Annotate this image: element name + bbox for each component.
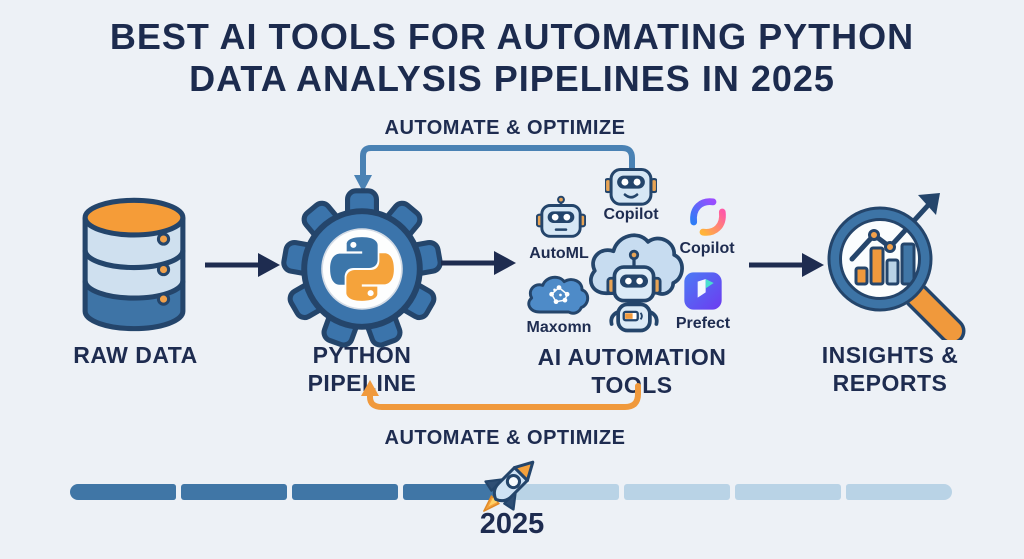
prefect-logo-icon [684, 272, 722, 310]
ms-copilot-logo-icon [690, 198, 726, 236]
title-line1: BEST AI TOOLS FOR AUTOMATING PYTHON [109, 16, 915, 57]
timeline-segment [402, 484, 509, 500]
top-loop-label: AUTOMATE & OPTIMIZE [384, 117, 626, 139]
flow-arrow-icon [749, 253, 824, 277]
bottom-loop-arrow-icon [361, 380, 641, 410]
timeline-segment [513, 484, 620, 500]
python-logo [330, 237, 394, 301]
rocket-icon [483, 460, 535, 512]
python-gear-icon [281, 188, 443, 348]
automl-robot-icon [536, 195, 586, 238]
timeline-year: 2025 [479, 508, 545, 540]
copilot-robot-icon [605, 168, 657, 206]
timeline-segment [291, 484, 398, 500]
copilot-robot-label: Copilot [603, 206, 659, 223]
page-title: BEST AI TOOLS FOR AUTOMATING PYTHON DATA… [0, 16, 1024, 100]
maxomn-label: Maxomn [526, 319, 592, 336]
ai-tools-label: AI AUTOMATION TOOLS [537, 344, 727, 398]
prefect-label: Prefect [675, 315, 731, 332]
maxomn-cloud-icon [527, 275, 590, 315]
insights-label: INSIGHTS & REPORTS [821, 342, 959, 396]
raw-data-label: RAW DATA [73, 342, 198, 368]
timeline-progress-bar [70, 484, 952, 500]
copilot-logo-label: Copilot [679, 240, 735, 257]
timeline-segment [70, 484, 176, 500]
python-pipeline-label: PYTHON PIPELINE [307, 342, 417, 396]
timeline-segment [180, 484, 287, 500]
timeline-segment [846, 484, 952, 500]
robot-cloud-icon [589, 233, 684, 333]
flow-arrow-icon [441, 251, 516, 275]
timeline-segment [624, 484, 731, 500]
top-loop-arrow-icon [354, 145, 635, 192]
flow-arrow-icon [205, 253, 280, 277]
database-icon [82, 197, 186, 332]
magnifier-chart-icon [827, 193, 966, 340]
bottom-loop-label: AUTOMATE & OPTIMIZE [384, 427, 626, 449]
automl-label: AutoML [529, 245, 589, 262]
title-line2: DATA ANALYSIS PIPELINES IN 2025 [189, 58, 835, 99]
timeline-segment [735, 484, 842, 500]
